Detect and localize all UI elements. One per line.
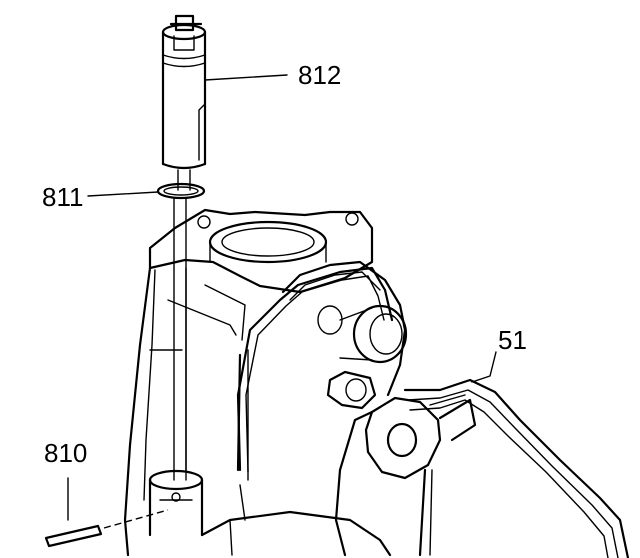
mounting-bracket: [326, 370, 477, 557]
gasket-outline: [236, 266, 630, 558]
leader-line-811: [87, 191, 159, 197]
alignment-line-vertical: [173, 197, 187, 481]
callout-51: 51: [498, 325, 527, 355]
sensor-812: [161, 14, 207, 191]
callout-810: 810: [44, 438, 87, 468]
leader-line-812: [204, 74, 288, 81]
seal-811: [156, 182, 206, 200]
housing-body: [123, 208, 433, 557]
pin-810: [44, 509, 169, 548]
callout-811: 811: [42, 182, 83, 212]
callout-812: 812: [298, 60, 341, 90]
leader-line-51: [471, 351, 497, 383]
